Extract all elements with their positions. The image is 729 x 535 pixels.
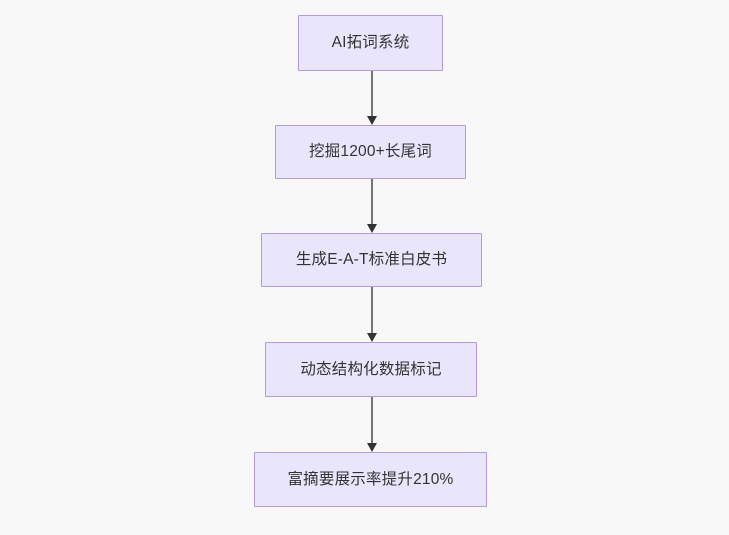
flowchart-node-ai-keyword-system[interactable]: AI拓词系统 [298, 15, 443, 71]
node-label: 挖掘1200+长尾词 [308, 143, 433, 161]
arrowhead-down-icon [367, 443, 377, 452]
arrowhead-down-icon [367, 116, 377, 125]
edge-line [371, 287, 373, 333]
node-label: 动态结构化数据标记 [300, 360, 442, 378]
flowchart-node-eat-whitepaper[interactable]: 生成E-A-T标准白皮书 [261, 233, 482, 287]
edge-line [371, 71, 373, 116]
node-label: AI拓词系统 [331, 34, 410, 52]
node-label: 生成E-A-T标准白皮书 [295, 251, 448, 269]
node-label: 富摘要展示率提升210% [287, 470, 454, 488]
arrowhead-down-icon [367, 224, 377, 233]
edge-line [371, 397, 373, 443]
flowchart-node-structured-data-markup[interactable]: 动态结构化数据标记 [265, 342, 477, 397]
edge-line [371, 179, 373, 224]
flowchart-node-longtail-mining[interactable]: 挖掘1200+长尾词 [275, 125, 466, 179]
arrowhead-down-icon [367, 333, 377, 342]
flowchart-node-rich-snippet-result[interactable]: 富摘要展示率提升210% [254, 452, 487, 507]
